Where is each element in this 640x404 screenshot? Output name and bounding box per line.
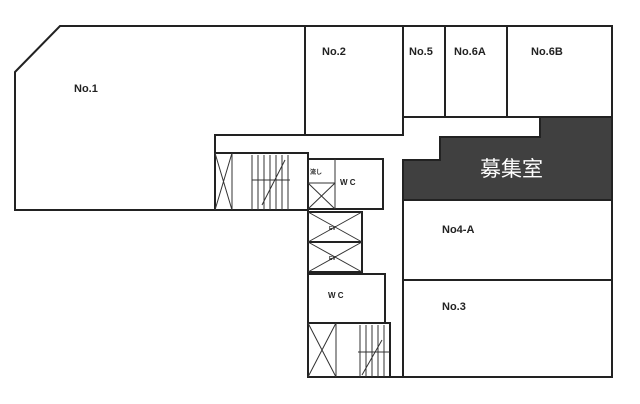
room-no5[interactable]: [402, 25, 446, 118]
stairs-bottom: [307, 322, 391, 378]
label-no6b: No.6B: [531, 46, 563, 58]
label-wc1: W C: [340, 178, 356, 187]
stair-treads-icon: [251, 155, 290, 210]
wc-block-2: [307, 273, 386, 324]
label-ev1: EV: [329, 226, 336, 232]
label-no3: No.3: [442, 301, 466, 313]
void-x-icon: [214, 152, 233, 211]
elevator-2: [307, 241, 363, 273]
wc-block-1: [307, 158, 384, 210]
wc-partition: [308, 159, 336, 209]
elevator-x-icon: [307, 211, 363, 273]
label-no5: No.5: [409, 46, 433, 58]
label-vacancy: 募集室: [480, 158, 543, 181]
label-no6a: No.6A: [454, 46, 486, 58]
room-no6b[interactable]: [506, 25, 613, 118]
void-x-icon: [307, 322, 337, 378]
label-no2: No.2: [322, 46, 346, 58]
room-no6a[interactable]: [444, 25, 508, 118]
room-no1[interactable]: [14, 25, 306, 211]
stair-treads-icon: [358, 325, 390, 377]
room-no3[interactable]: [402, 279, 613, 378]
label-sink: 流し: [310, 168, 322, 176]
shaft-x-icon: [307, 182, 336, 210]
room-no4a[interactable]: [402, 199, 613, 281]
label-wc2: W C: [328, 291, 344, 300]
label-no1: No.1: [74, 83, 98, 95]
room-no2[interactable]: [304, 25, 404, 136]
label-ev2: EV: [329, 256, 336, 262]
label-no4a: No4-A: [442, 224, 474, 236]
